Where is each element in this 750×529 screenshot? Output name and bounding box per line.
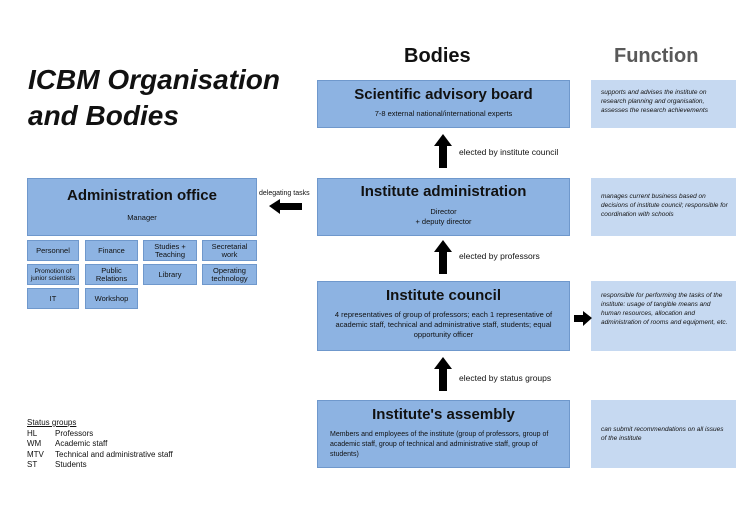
admin-office-title: Administration office xyxy=(66,187,217,204)
administration-function-text: manages current business based on decisi… xyxy=(601,193,728,218)
unit-it: IT xyxy=(27,288,79,309)
institutes-assembly-box: Institute's assembly Members and employe… xyxy=(317,400,570,468)
right-arrow-function-icon xyxy=(574,311,592,326)
assembly-title: Institute's assembly xyxy=(372,406,515,423)
admin-office-manager: Manager xyxy=(127,213,157,222)
scientific-advisory-board-box: Scientific advisory board 7-8 external n… xyxy=(317,80,570,128)
up-arrow-administration-icon xyxy=(434,240,452,274)
institute-administration-box: Institute administration Director + depu… xyxy=(317,178,570,236)
status-groups-heading: Status groups xyxy=(27,418,77,427)
advisory-title: Scientific advisory board xyxy=(354,86,533,103)
edge-label-administration: elected by professors xyxy=(459,251,540,261)
up-arrow-advisory-icon xyxy=(434,134,452,168)
administration-deputy: + deputy director xyxy=(415,217,472,226)
administration-function-box: manages current business based on decisi… xyxy=(591,178,736,236)
edge-label-council: elected by status groups xyxy=(459,373,552,383)
unit-workshop: Workshop xyxy=(85,288,138,309)
function-heading: Function xyxy=(614,45,699,67)
page-title-line-1: ICBM Organisation xyxy=(28,64,281,95)
bodies-heading: Bodies xyxy=(404,45,471,67)
council-function-box: responsible for performing the tasks of … xyxy=(591,281,736,351)
left-arrow-delegating-icon xyxy=(269,199,302,214)
council-subtitle: 4 representatives of group of professors… xyxy=(334,310,553,339)
administration-director: Director xyxy=(430,207,457,216)
edge-label-advisory: elected by institute council xyxy=(459,147,559,157)
administration-office-box: Administration office Manager xyxy=(27,178,257,236)
council-function-text: responsible for performing the tasks of … xyxy=(601,292,728,326)
page-title-line-2: and Bodies xyxy=(28,100,179,131)
up-arrow-council-icon xyxy=(434,357,452,391)
unit-studies-teaching: Studies +Teaching xyxy=(143,240,197,261)
unit-finance: Finance xyxy=(85,240,138,261)
unit-personnel: Personnel xyxy=(27,240,79,261)
advisory-subtitle: 7-8 external national/international expe… xyxy=(374,109,513,118)
institute-council-box: Institute council 4 representatives of g… xyxy=(317,281,570,351)
advisory-function-text: supports and advises the institute on re… xyxy=(601,89,708,114)
advisory-function-box: supports and advises the institute on re… xyxy=(591,80,736,128)
page-title: ICBM Organisation and Bodies xyxy=(28,62,280,134)
administration-title: Institute administration xyxy=(360,183,527,200)
assembly-subtitle: Members and employees of the institute (… xyxy=(330,431,549,458)
unit-library: Library xyxy=(143,264,197,285)
assembly-function-text: can submit recommendations on all issues… xyxy=(601,426,724,442)
assembly-function-box: can submit recommendations on all issues… xyxy=(591,400,736,468)
edge-label-delegating: delegating tasks xyxy=(259,190,310,197)
council-title: Institute council xyxy=(385,287,501,304)
